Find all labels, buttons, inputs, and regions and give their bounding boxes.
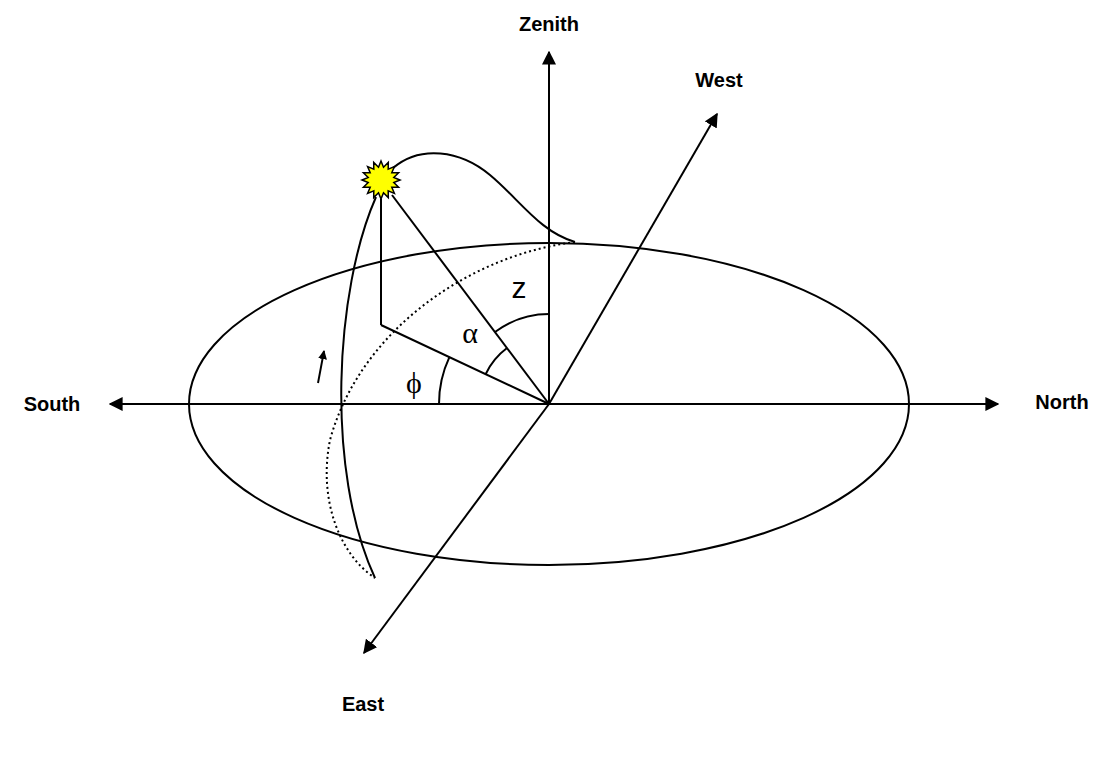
axis-label: East bbox=[342, 693, 384, 716]
altitude-angle-arc bbox=[486, 348, 507, 374]
azimuth-angle-arc bbox=[439, 357, 449, 404]
angle-label: z bbox=[512, 271, 527, 306]
sun-path-below bbox=[327, 242, 575, 578]
axis-label: Zenith bbox=[519, 13, 579, 36]
axis-label: West bbox=[695, 69, 742, 92]
east-axis bbox=[364, 404, 549, 653]
sun-symbol bbox=[362, 161, 400, 199]
angle-label: α bbox=[462, 316, 478, 351]
angle-label: ϕ bbox=[406, 366, 422, 401]
direction-arrow bbox=[318, 351, 324, 383]
sun-path bbox=[341, 197, 376, 578]
sun-ray-line bbox=[392, 195, 549, 404]
west-axis bbox=[549, 114, 717, 404]
sun-path bbox=[393, 153, 575, 242]
south-north-axis bbox=[110, 403, 998, 405]
zenith-angle-arc bbox=[495, 314, 549, 332]
axis-label: South bbox=[24, 393, 81, 416]
axis-label: North bbox=[1035, 391, 1088, 414]
sun-vertical-line bbox=[380, 199, 382, 325]
